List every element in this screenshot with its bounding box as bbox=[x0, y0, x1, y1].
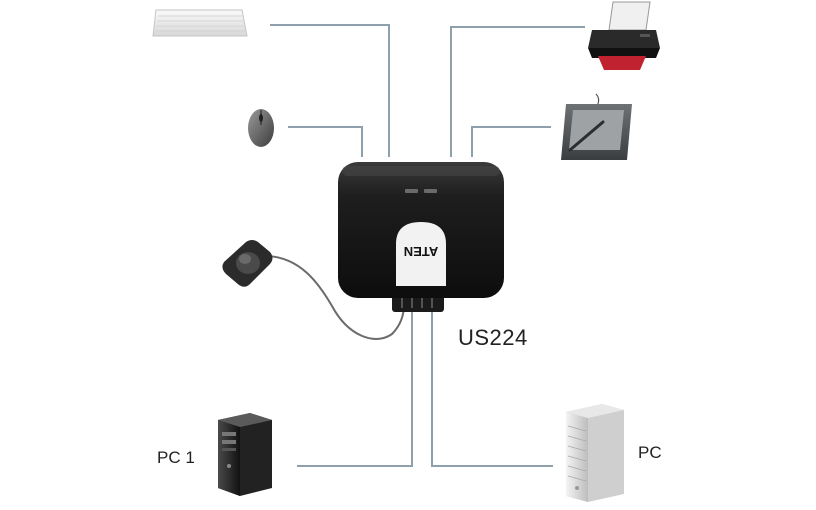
remote-button-icon bbox=[222, 240, 273, 287]
keyboard-connector bbox=[270, 24, 390, 157]
pc1-connector bbox=[297, 312, 413, 467]
port-select-button bbox=[396, 222, 446, 286]
port-led-1 bbox=[405, 189, 418, 193]
tablet-connector bbox=[471, 126, 551, 157]
pc2-label: PC bbox=[638, 443, 662, 462]
pc2-connector bbox=[431, 312, 553, 467]
mouse-connector bbox=[288, 126, 363, 157]
printer-connector bbox=[450, 26, 585, 157]
mouse-icon bbox=[248, 109, 274, 147]
connector-lines bbox=[270, 24, 585, 467]
pc1-label: PC 1 bbox=[157, 448, 195, 467]
keyboard-icon bbox=[152, 9, 248, 37]
tablet-icon bbox=[561, 93, 632, 160]
port-led-2 bbox=[424, 189, 437, 193]
remote-cable bbox=[267, 255, 405, 340]
device-model-label: US224 bbox=[458, 325, 528, 350]
printer-icon bbox=[588, 1, 660, 70]
mac-pro-icon bbox=[566, 404, 624, 502]
tower-pc-icon bbox=[218, 413, 272, 496]
usb-sharing-switch-icon: ATEN bbox=[338, 162, 504, 312]
aten-logo: ATEN bbox=[404, 244, 438, 259]
